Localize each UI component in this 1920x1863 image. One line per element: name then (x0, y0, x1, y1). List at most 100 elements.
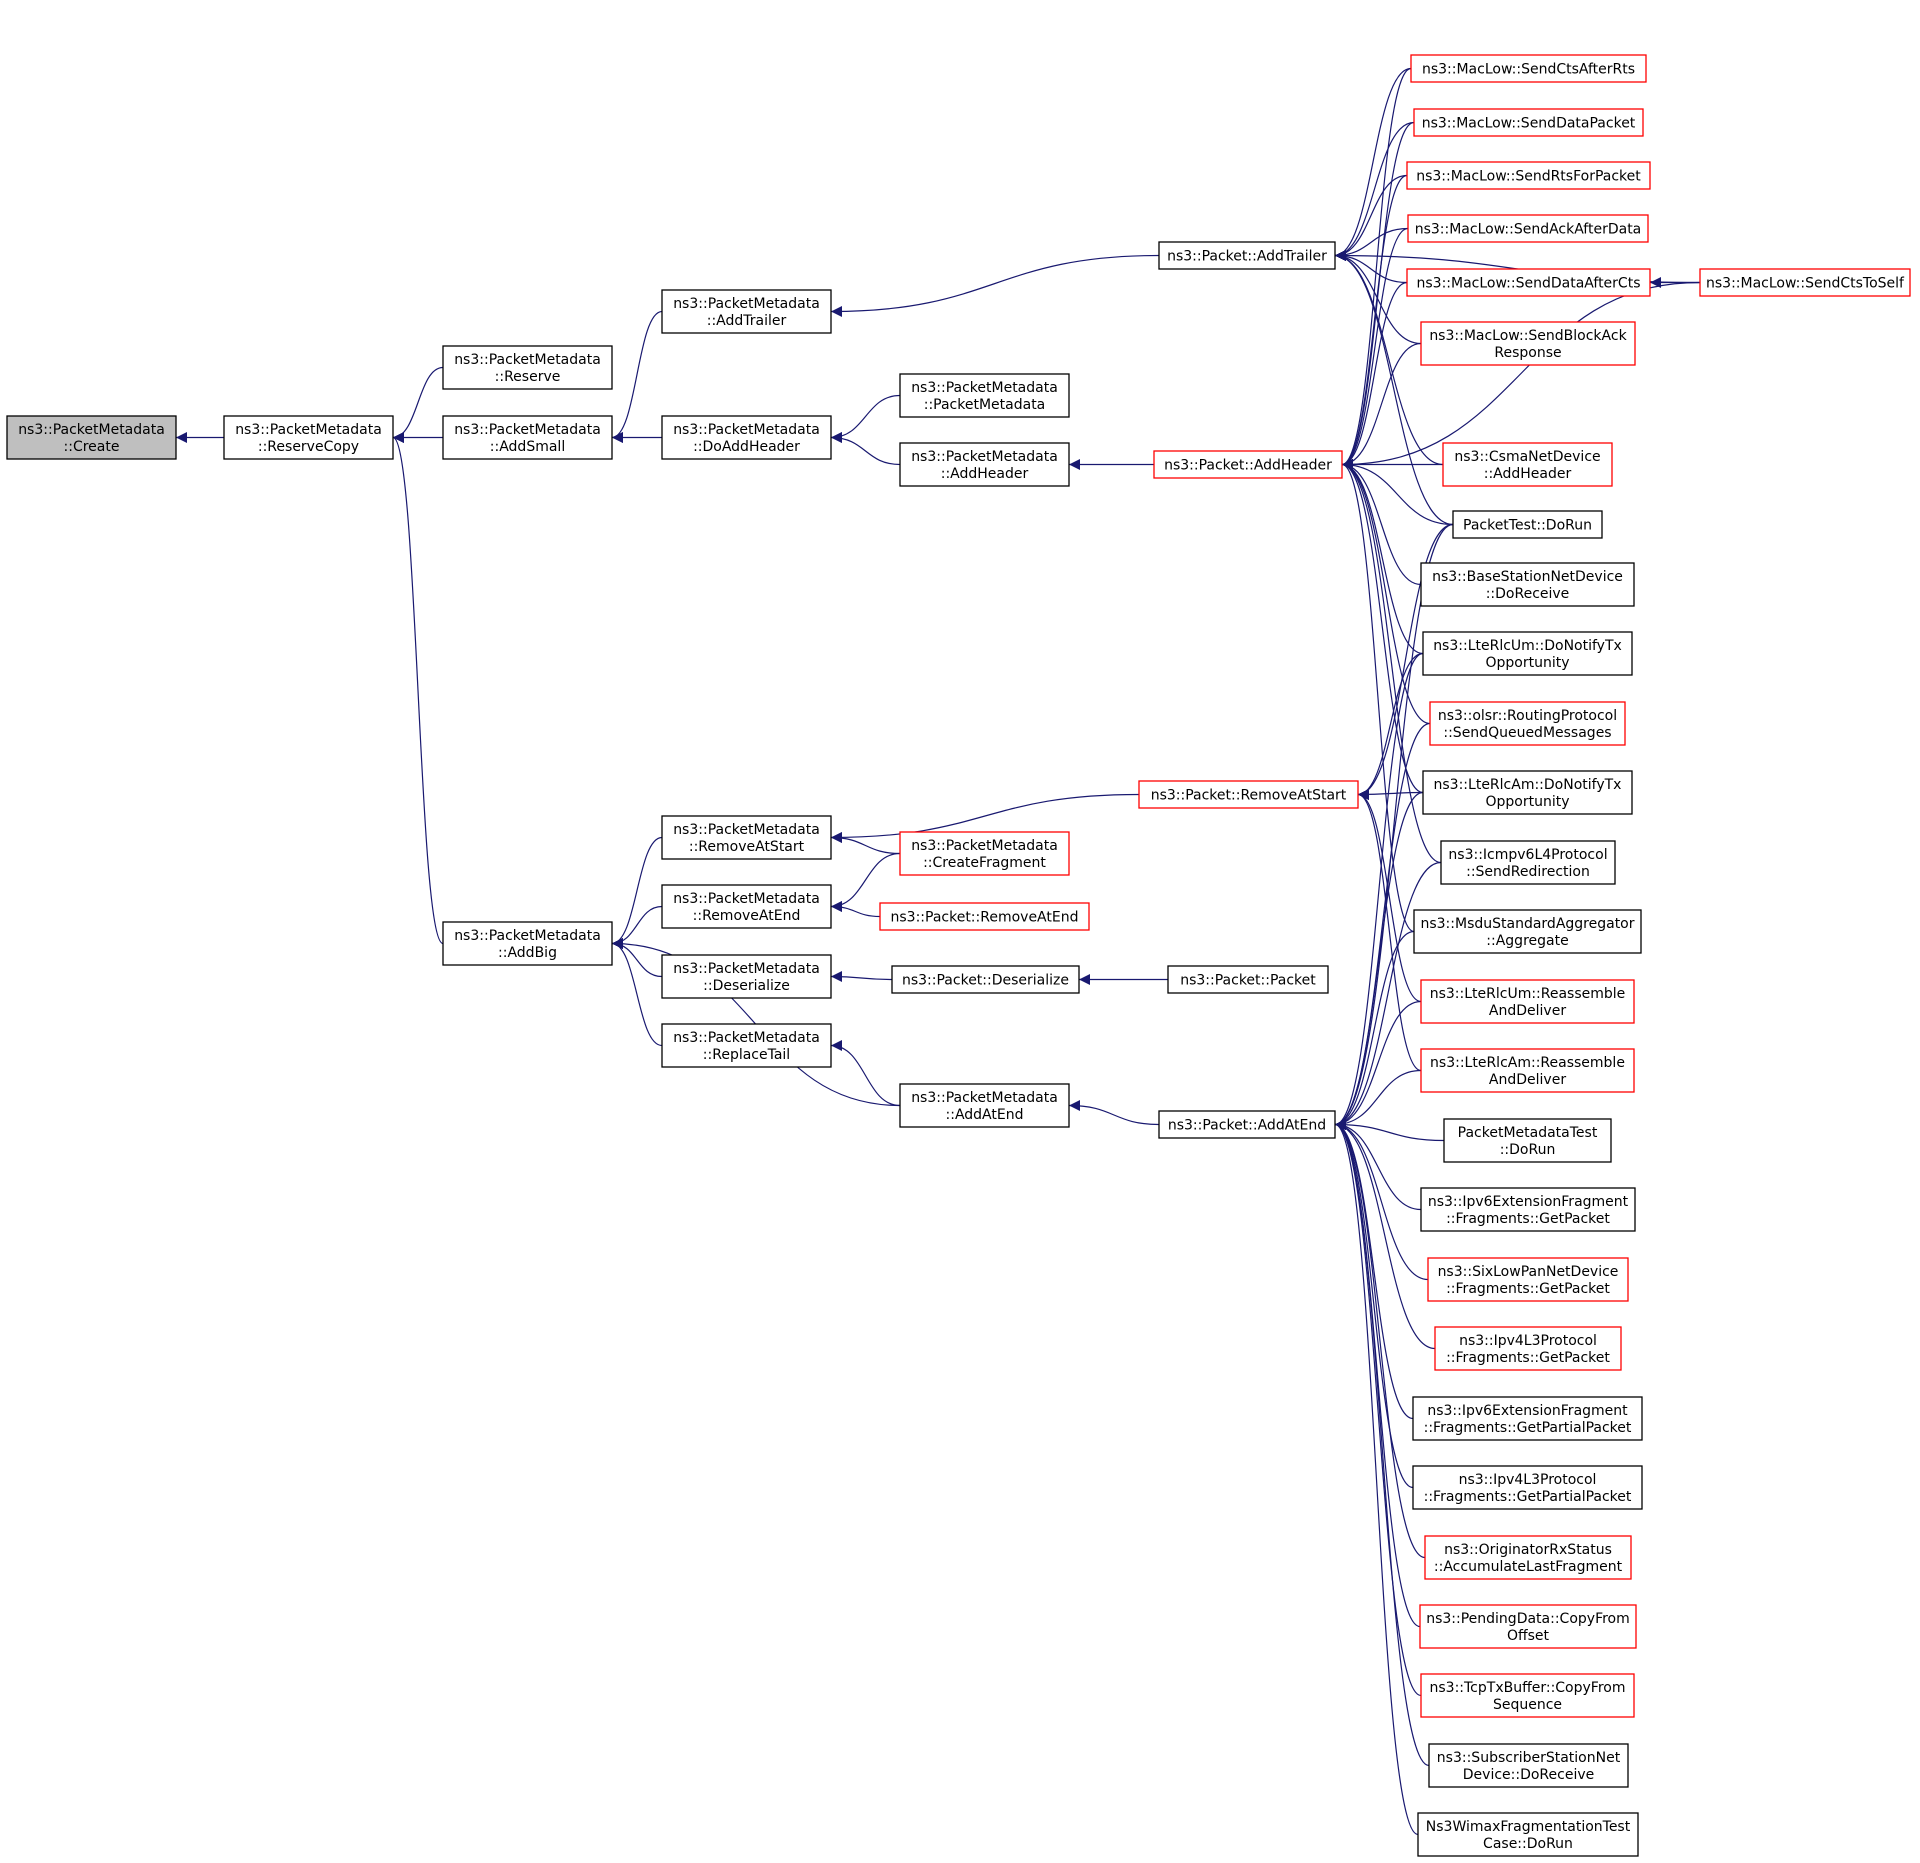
node-box-addsmall[interactable] (442, 415, 613, 460)
node-r_sixlowpan[interactable]: ns3::SixLowPanNetDevice::Fragments::GetP… (1427, 1257, 1629, 1302)
node-r_senddataaftercts[interactable]: ns3::MacLow::SendDataAfterCts (1406, 268, 1651, 297)
node-box-pm_ctor[interactable] (899, 373, 1070, 418)
node-r_originator[interactable]: ns3::OriginatorRxStatus::AccumulateLastF… (1424, 1535, 1632, 1580)
node-box-r_lteam_re[interactable] (1420, 1048, 1635, 1093)
node-pm_removeatend[interactable]: ns3::PacketMetadata::RemoveAtEnd (661, 884, 832, 929)
node-box-r_bsnd[interactable] (1420, 562, 1635, 607)
node-r_sendctstoself[interactable]: ns3::MacLow::SendCtsToSelf (1699, 268, 1911, 297)
node-box-r_lteum_tx[interactable] (1422, 631, 1633, 676)
node-box-r_olsr[interactable] (1429, 701, 1626, 746)
node-box-r_pmtest[interactable] (1443, 1118, 1612, 1163)
node-box-r_originator[interactable] (1424, 1535, 1632, 1580)
node-box-p_removeatstart[interactable] (1138, 780, 1359, 809)
node-box-create[interactable] (6, 415, 177, 460)
node-create[interactable]: ns3::PacketMetadata::Create (6, 415, 177, 460)
node-p_packet[interactable]: ns3::Packet::Packet (1167, 965, 1329, 994)
node-r_msdu[interactable]: ns3::MsduStandardAggregator::Aggregate (1413, 909, 1642, 954)
node-box-r_sixlowpan[interactable] (1427, 1257, 1629, 1302)
node-box-r_senddataaftercts[interactable] (1406, 268, 1651, 297)
node-box-r_wimax[interactable] (1417, 1812, 1639, 1857)
node-addsmall[interactable]: ns3::PacketMetadata::AddSmall (442, 415, 613, 460)
node-r_senddatapacket[interactable]: ns3::MacLow::SendDataPacket (1413, 108, 1644, 137)
node-box-r_icmpv6[interactable] (1440, 840, 1616, 885)
node-r_icmpv6[interactable]: ns3::Icmpv6L4Protocol::SendRedirection (1440, 840, 1616, 885)
node-box-r_senddatapacket[interactable] (1413, 108, 1644, 137)
node-box-r_ipv4frag[interactable] (1434, 1326, 1622, 1371)
node-box-r_pendingdata[interactable] (1419, 1604, 1637, 1649)
node-reserve[interactable]: ns3::PacketMetadata::Reserve (442, 345, 613, 390)
node-box-r_sendackafterdata[interactable] (1407, 214, 1649, 243)
node-box-p_addheader[interactable] (1153, 450, 1343, 479)
node-p_deserialize[interactable]: ns3::Packet::Deserialize (891, 965, 1080, 994)
node-r_sendackafterdata[interactable]: ns3::MacLow::SendAckAfterData (1407, 214, 1649, 243)
node-box-r_ipv4partial[interactable] (1412, 1465, 1643, 1510)
node-box-createfragment[interactable] (899, 831, 1070, 876)
node-p_removeatend[interactable]: ns3::Packet::RemoveAtEnd (879, 902, 1090, 931)
node-box-replacetail[interactable] (661, 1023, 832, 1068)
node-addbig[interactable]: ns3::PacketMetadata::AddBig (442, 921, 613, 966)
node-r_ipv4frag[interactable]: ns3::Ipv4L3Protocol::Fragments::GetPacke… (1434, 1326, 1622, 1371)
node-r_bsnd[interactable]: ns3::BaseStationNetDevice::DoReceive (1420, 562, 1635, 607)
node-box-r_packettest[interactable] (1452, 510, 1603, 539)
node-pm_addatend[interactable]: ns3::PacketMetadata::AddAtEnd (899, 1083, 1070, 1128)
node-r_ipv6frag[interactable]: ns3::Ipv6ExtensionFragment::Fragments::G… (1420, 1187, 1636, 1232)
node-box-pm_addheader[interactable] (899, 442, 1070, 487)
node-r_sendrtsforpacket[interactable]: ns3::MacLow::SendRtsForPacket (1406, 161, 1651, 190)
node-box-r_sendctsafterrts[interactable] (1410, 54, 1647, 83)
node-box-reservecopy[interactable] (223, 415, 394, 460)
node-box-r_sendblockack[interactable] (1420, 321, 1636, 366)
node-box-pm_removeatend[interactable] (661, 884, 832, 929)
node-r_pmtest[interactable]: PacketMetadataTest::DoRun (1443, 1118, 1612, 1163)
node-box-r_sendctstoself[interactable] (1699, 268, 1911, 297)
node-r_ipv4partial[interactable]: ns3::Ipv4L3Protocol::Fragments::GetParti… (1412, 1465, 1643, 1510)
node-pm_ctor[interactable]: ns3::PacketMetadata::PacketMetadata (899, 373, 1070, 418)
node-r_ipv6partial[interactable]: ns3::Ipv6ExtensionFragment::Fragments::G… (1412, 1396, 1643, 1441)
node-pm_deserialize[interactable]: ns3::PacketMetadata::Deserialize (661, 954, 832, 999)
node-r_sendctsafterrts[interactable]: ns3::MacLow::SendCtsAfterRts (1410, 54, 1647, 83)
node-box-addbig[interactable] (442, 921, 613, 966)
node-reservecopy[interactable]: ns3::PacketMetadata::ReserveCopy (223, 415, 394, 460)
node-box-r_sendrtsforpacket[interactable] (1406, 161, 1651, 190)
node-box-r_csma[interactable] (1442, 442, 1613, 487)
node-r_packettest[interactable]: PacketTest::DoRun (1452, 510, 1603, 539)
node-box-pm_addtrailer[interactable] (661, 289, 832, 334)
node-box-p_addtrailer[interactable] (1158, 241, 1336, 270)
node-doaddheader[interactable]: ns3::PacketMetadata::DoAddHeader (661, 415, 832, 460)
node-box-p_addatend[interactable] (1158, 1110, 1336, 1139)
node-box-pm_addatend[interactable] (899, 1083, 1070, 1128)
node-pm_addheader[interactable]: ns3::PacketMetadata::AddHeader (899, 442, 1070, 487)
node-box-r_lteum_re[interactable] (1420, 979, 1635, 1024)
node-p_addatend[interactable]: ns3::Packet::AddAtEnd (1158, 1110, 1336, 1139)
node-box-p_packet[interactable] (1167, 965, 1329, 994)
node-box-reserve[interactable] (442, 345, 613, 390)
node-p_removeatstart[interactable]: ns3::Packet::RemoveAtStart (1138, 780, 1359, 809)
node-box-p_deserialize[interactable] (891, 965, 1080, 994)
node-box-pm_removeatstart[interactable] (661, 815, 832, 860)
node-box-pm_deserialize[interactable] (661, 954, 832, 999)
node-box-r_msdu[interactable] (1413, 909, 1642, 954)
node-box-doaddheader[interactable] (661, 415, 832, 460)
node-box-r_lteam_tx[interactable] (1422, 770, 1633, 815)
node-box-r_tcptx[interactable] (1420, 1673, 1635, 1718)
node-pm_removeatstart[interactable]: ns3::PacketMetadata::RemoveAtStart (661, 815, 832, 860)
node-box-r_ipv6frag[interactable] (1420, 1187, 1636, 1232)
node-r_olsr[interactable]: ns3::olsr::RoutingProtocol::SendQueuedMe… (1429, 701, 1626, 746)
node-createfragment[interactable]: ns3::PacketMetadata::CreateFragment (899, 831, 1070, 876)
node-box-p_removeatend[interactable] (879, 902, 1090, 931)
node-p_addtrailer[interactable]: ns3::Packet::AddTrailer (1158, 241, 1336, 270)
node-r_csma[interactable]: ns3::CsmaNetDevice::AddHeader (1442, 442, 1613, 487)
node-p_addheader[interactable]: ns3::Packet::AddHeader (1153, 450, 1343, 479)
node-r_ssnd[interactable]: ns3::SubscriberStationNetDevice::DoRecei… (1428, 1743, 1629, 1788)
node-pm_addtrailer[interactable]: ns3::PacketMetadata::AddTrailer (661, 289, 832, 334)
node-box-r_ipv6partial[interactable] (1412, 1396, 1643, 1441)
node-box-r_ssnd[interactable] (1428, 1743, 1629, 1788)
node-replacetail[interactable]: ns3::PacketMetadata::ReplaceTail (661, 1023, 832, 1068)
